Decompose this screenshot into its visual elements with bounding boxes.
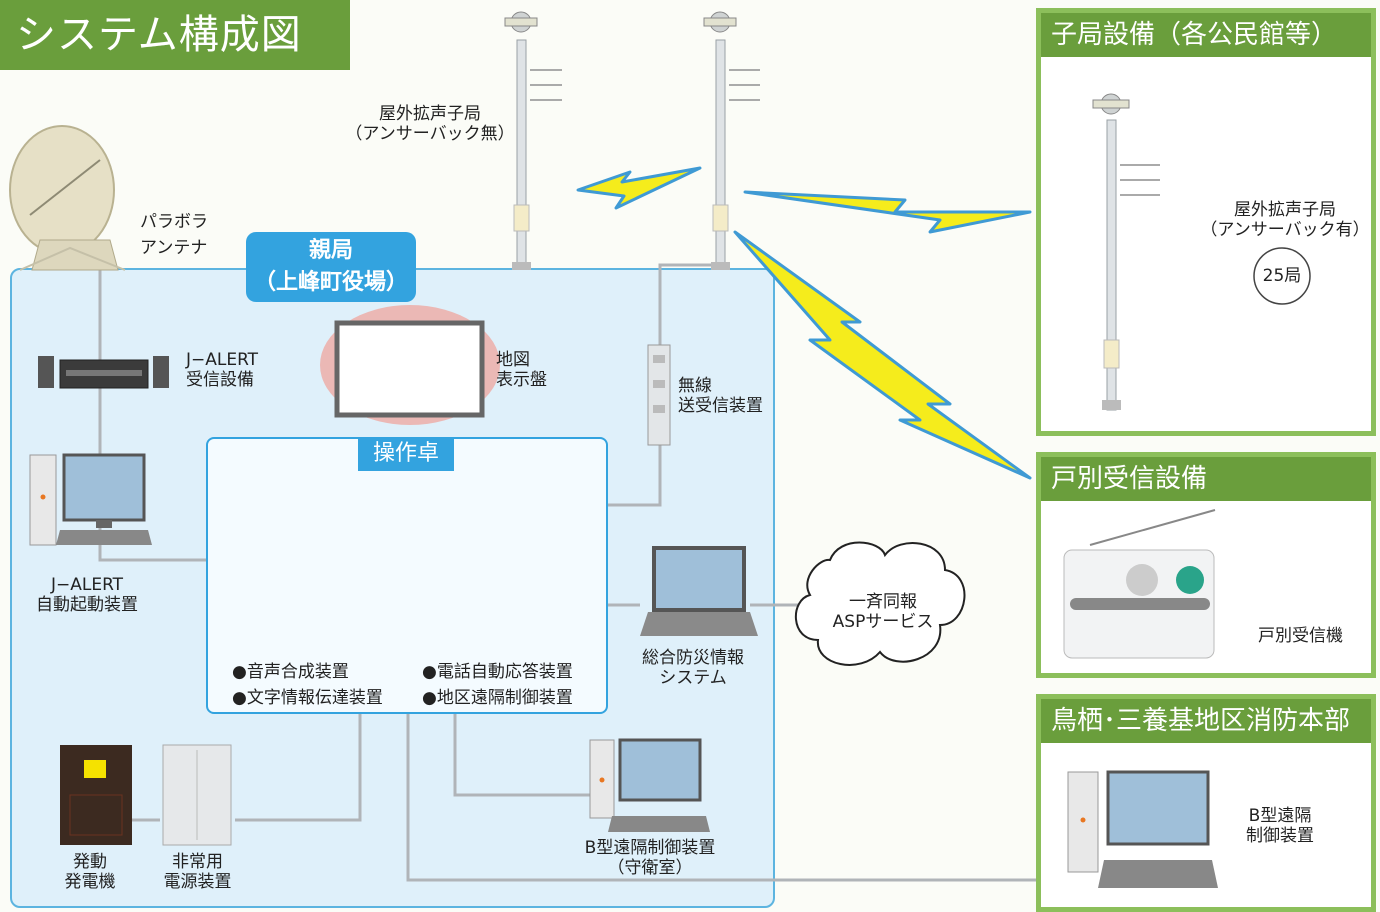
substation-label-line2: （アンサーバック有） (1200, 220, 1370, 240)
jalert-receiver-label: J−ALERT 受信設備 (186, 350, 258, 390)
asp-cloud-icon (795, 541, 966, 666)
radio-lightning (576, 166, 1032, 480)
fire-dept-label-line2: 制御装置 (1246, 826, 1314, 846)
home-receiver-label: 戸別受信機 (1258, 626, 1343, 646)
generator-label: 発動 発電機 (50, 852, 130, 892)
radio-transceiver-label: 無線 送受信装置 (678, 376, 763, 416)
jalert-auto-line2: 自動起動装置 (36, 595, 138, 615)
jalert-auto-pc-icon (29, 453, 152, 546)
outdoor-nb-line1: 屋外拡声子局 (379, 104, 481, 124)
parabola-label: パラボラ アンテナ (140, 212, 208, 258)
diagram-title: システム構成図 (0, 0, 350, 70)
emergency-power-icon (162, 744, 232, 846)
console-item-text: ●文字情報伝達装置 (232, 688, 383, 708)
b-guard-line2: （守衛室） (607, 858, 693, 878)
console-label: 操作卓 (358, 437, 454, 471)
parabola-antenna-icon (9, 125, 126, 271)
speaker-pole-3 (1092, 93, 1160, 411)
emergency-power-label: 非常用 電源装置 (155, 852, 240, 892)
parent-station-label: 親局 （上峰町役場） (246, 232, 416, 302)
fire-dept-label-line1: B型遠隔 (1248, 806, 1312, 826)
station-count-circle (1253, 247, 1311, 305)
outdoor-nb-line2: （アンサーバック無） (345, 124, 515, 144)
b-guard-pc-icon (589, 738, 710, 832)
console-item-phone: ●電話自動応答装置 (422, 662, 573, 682)
jalert-auto-line1: J−ALERT (50, 575, 124, 595)
b-guard-line1: B型遠隔制御装置 (584, 838, 716, 858)
disaster-system-line2: システム (659, 668, 727, 688)
parent-station-line1: 親局 (308, 238, 353, 263)
asp-service-line2: ASPサービス (832, 612, 934, 632)
disaster-system-line1: 総合防災情報 (642, 648, 744, 668)
jalert-receiver-line2: 受信設備 (186, 370, 254, 390)
generator-icon (60, 745, 132, 845)
generator-line2: 発電機 (64, 872, 116, 892)
emergency-power-line1: 非常用 (172, 852, 223, 872)
asp-service-line1: 一斉同報 (849, 592, 917, 612)
fire-dept-label: B型遠隔 制御装置 (1230, 806, 1330, 846)
radio-transceiver-line2: 送受信装置 (678, 396, 763, 416)
speaker-pole-1 (504, 11, 562, 270)
speaker-pole-2 (703, 11, 760, 270)
map-display-line1: 地図 (496, 350, 530, 370)
home-receiver-icon (1063, 509, 1216, 659)
substation-label: 屋外拡声子局 （アンサーバック有） (1200, 200, 1370, 240)
fire-dept-header: 鳥栖･三養基地区消防本部 (1041, 699, 1371, 743)
parent-station-line2: （上峰町役場） (253, 270, 408, 295)
fire-dept-pc-icon (1067, 770, 1218, 888)
console-item-remote: ●地区遠隔制御装置 (422, 688, 573, 708)
radio-transceiver-line1: 無線 (678, 376, 712, 396)
asp-service-label: 一斉同報 ASPサービス (818, 592, 948, 632)
jalert-receiver-icon (38, 356, 169, 389)
substation-panel: 子局設備（各公民館等） (1036, 8, 1376, 436)
generator-line1: 発動 (73, 852, 107, 872)
map-display-label: 地図 表示盤 (496, 350, 547, 390)
console-item-voice: ●音声合成装置 (232, 662, 349, 682)
emergency-power-line2: 電源装置 (163, 872, 232, 892)
radio-transceiver-icon (647, 344, 671, 446)
map-display-icon (320, 305, 500, 425)
b-guard-label: B型遠隔制御装置 （守衛室） (570, 838, 730, 878)
jalert-auto-label: J−ALERT 自動起動装置 (22, 575, 152, 615)
home-receiver-header: 戸別受信設備 (1041, 457, 1371, 501)
map-display-line2: 表示盤 (496, 370, 547, 390)
jalert-receiver-line1: J−ALERT (186, 350, 259, 370)
disaster-system-label: 総合防災情報 システム (628, 648, 758, 688)
parabola-label-line1: パラボラ (140, 212, 208, 232)
station-count: 25局 (1262, 266, 1302, 286)
substation-label-line1: 屋外拡声子局 (1234, 200, 1336, 220)
parabola-label-line2: アンテナ (140, 238, 208, 258)
substation-header: 子局設備（各公民館等） (1041, 13, 1371, 57)
outdoor-speaker-no-answerback-label: 屋外拡声子局 （アンサーバック無） (345, 104, 515, 144)
console-box (206, 437, 608, 714)
laptop-icon (640, 546, 758, 636)
